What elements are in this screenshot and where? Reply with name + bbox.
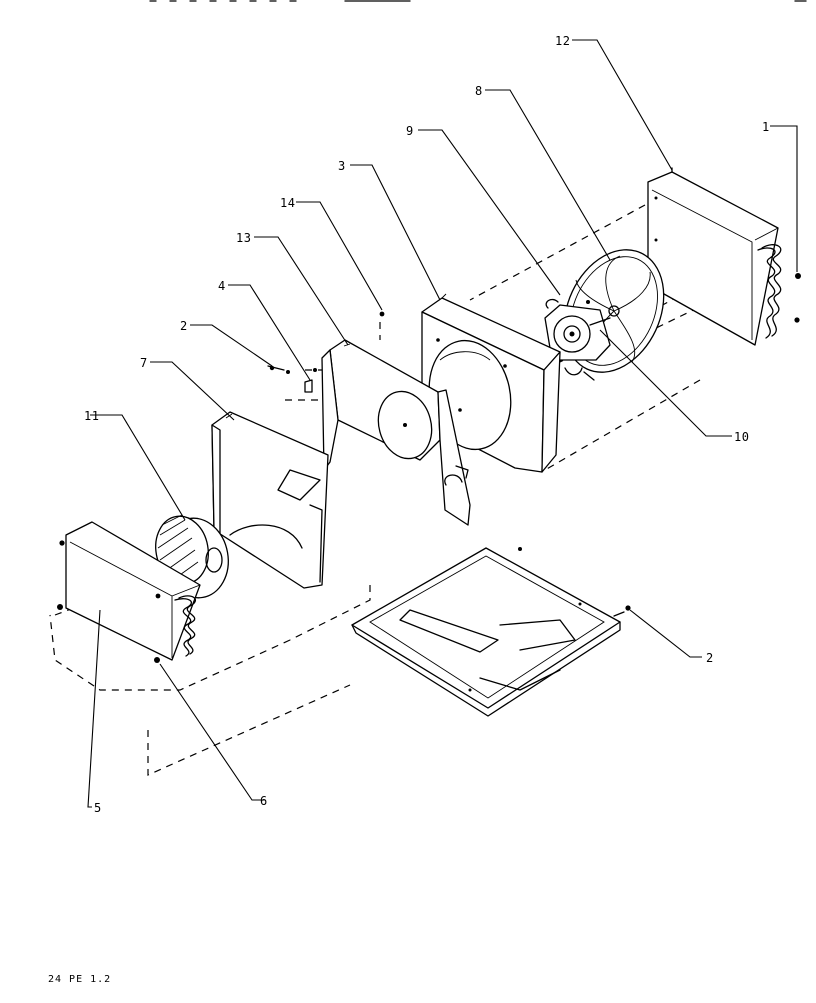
blower-scroll [211,370,329,589]
callout-6: 6 [260,794,268,808]
blower-partition [313,311,471,526]
leader-lines [87,39,798,808]
footer-drawing-code: 24 PE 1.2 [48,974,111,985]
callout-14: 14 [280,196,295,210]
callout-3: 3 [338,159,346,173]
callout-10: 10 [734,430,749,444]
callout-5: 5 [94,801,102,815]
callout-12: 12 [555,34,570,48]
base-pan [351,547,621,717]
callout-7: 7 [140,356,148,370]
screws [267,365,631,617]
evaporator-coil [57,521,201,663]
callout-8: 8 [475,84,483,98]
callout-9: 9 [406,124,414,138]
callout-1: 1 [762,120,770,134]
condenser-coil [647,167,801,346]
callout-11: 11 [84,409,99,423]
callout-13: 13 [236,231,251,245]
callout-labels: 1 2 2 3 4 5 6 7 8 9 10 11 12 13 14 [84,34,770,815]
callout-4: 4 [218,279,226,293]
fan-motor [544,298,611,381]
callout-2-lower: 2 [706,651,714,665]
callout-2-upper: 2 [180,319,188,333]
